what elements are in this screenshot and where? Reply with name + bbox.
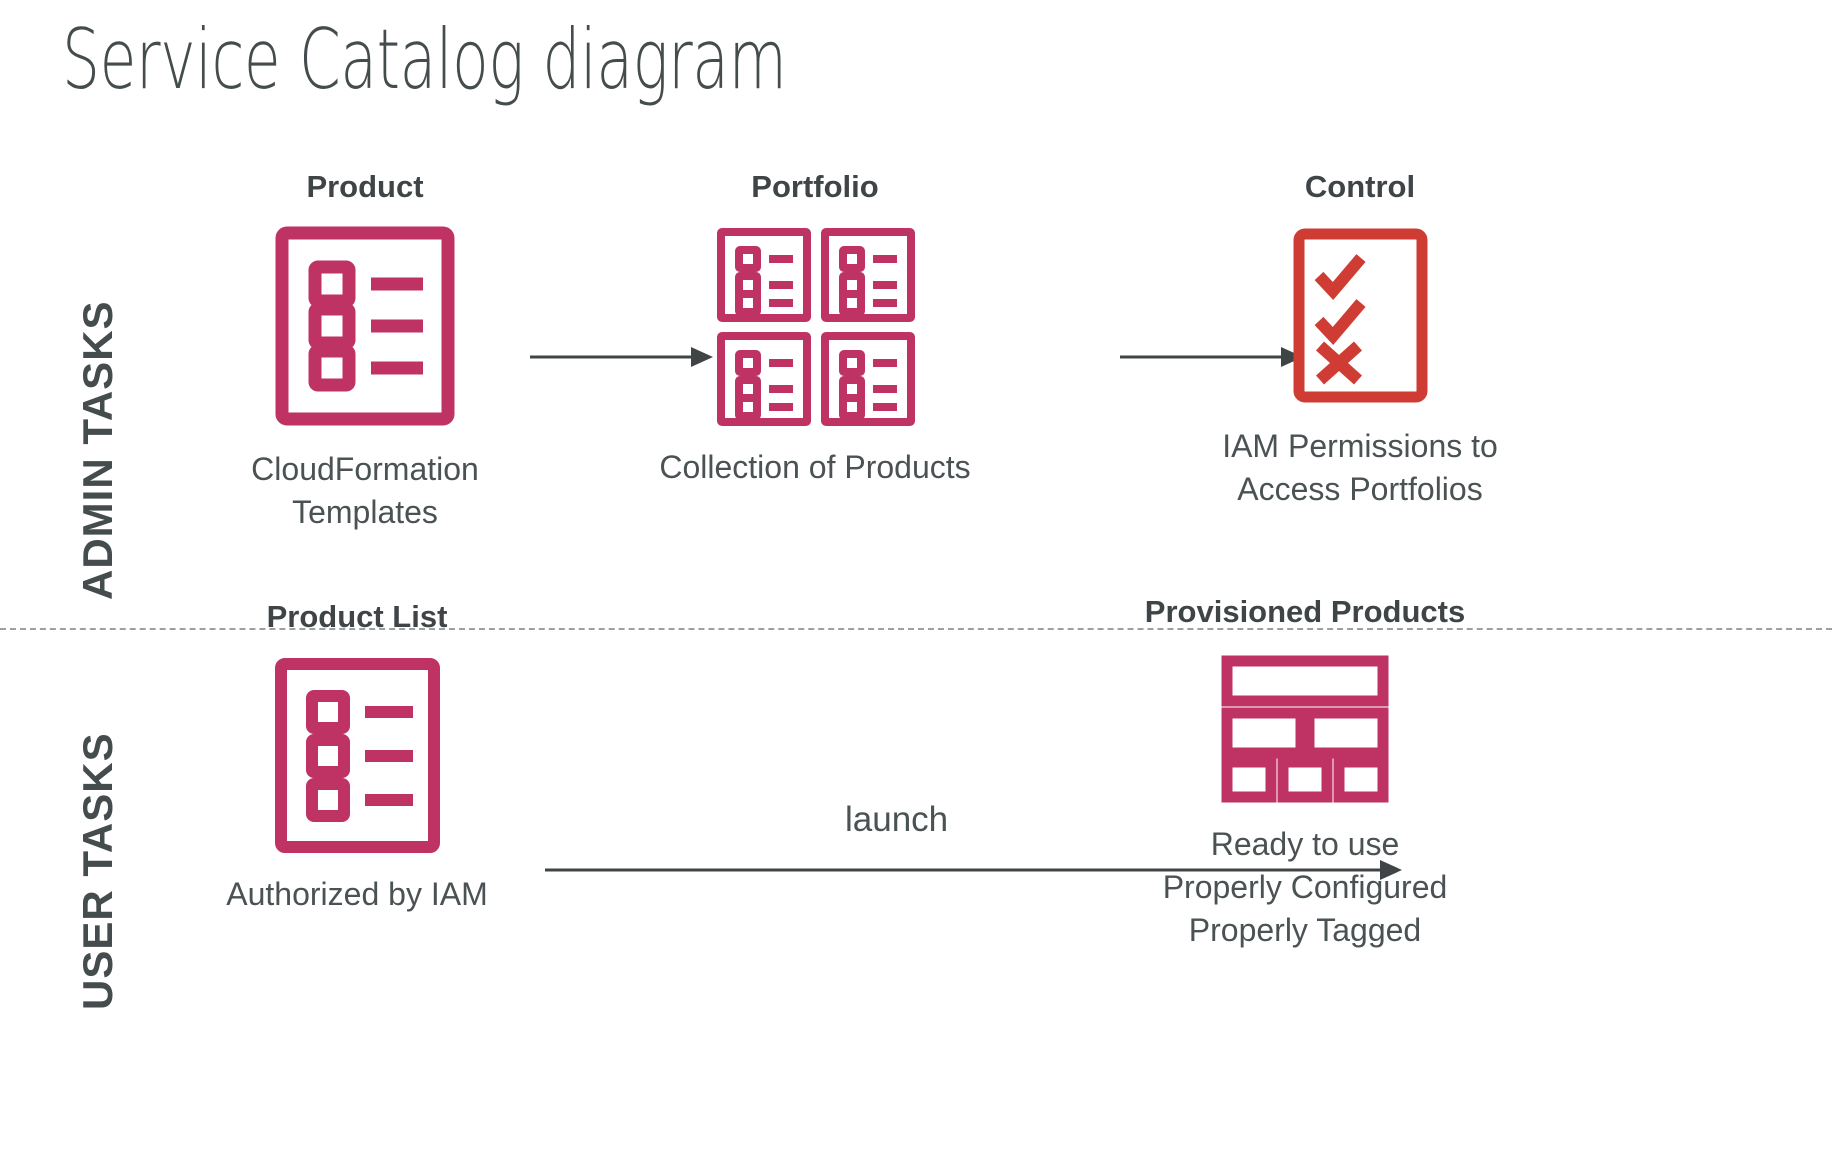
band-label-user-tasks: USER TASKS bbox=[74, 732, 121, 1010]
arrow-portfolio-to-control bbox=[1120, 345, 1305, 374]
node-provisioned-products-caption: Ready to use Properly Configured Properl… bbox=[1162, 826, 1448, 949]
node-provisioned-products-title: Provisioned Products bbox=[1144, 594, 1466, 629]
arrow-product-to-portfolio bbox=[530, 345, 715, 374]
node-product[interactable]: Product CloudFormation Templates bbox=[200, 169, 530, 534]
node-provisioned-products[interactable]: Provisioned Products Ready to use Proper… bbox=[1130, 594, 1480, 953]
band-label-admin-tasks: ADMIN TASKS bbox=[74, 300, 121, 600]
arrow-product-list-to-provisioned bbox=[545, 858, 1405, 887]
checklist-document-icon bbox=[200, 226, 530, 426]
arrow-label-launch: launch bbox=[845, 800, 949, 839]
node-control-title: Control bbox=[1304, 169, 1416, 204]
node-product-caption: CloudFormation Templates bbox=[251, 451, 479, 531]
node-portfolio-title: Portfolio bbox=[751, 169, 879, 204]
check-check-cross-document-icon bbox=[1195, 228, 1525, 403]
page-title: Service Catalog diagram bbox=[62, 11, 787, 108]
checklist-document-grid-icon bbox=[650, 226, 980, 427]
node-control-caption: IAM Permissions to Access Portfolios bbox=[1222, 428, 1498, 508]
node-portfolio[interactable]: Portfolio bbox=[650, 169, 980, 489]
node-product-list[interactable]: Product List Authorized by IAM bbox=[192, 599, 522, 916]
node-control[interactable]: Control IAM Permissions to Access Portfo… bbox=[1195, 169, 1525, 511]
node-product-list-caption: Authorized by IAM bbox=[226, 876, 488, 913]
node-product-list-title: Product List bbox=[266, 599, 448, 634]
node-portfolio-caption: Collection of Products bbox=[659, 449, 971, 486]
node-product-title: Product bbox=[306, 169, 424, 204]
layout-blocks-icon bbox=[1130, 655, 1480, 803]
row-divider bbox=[0, 628, 1832, 630]
checklist-document-icon bbox=[192, 658, 522, 854]
